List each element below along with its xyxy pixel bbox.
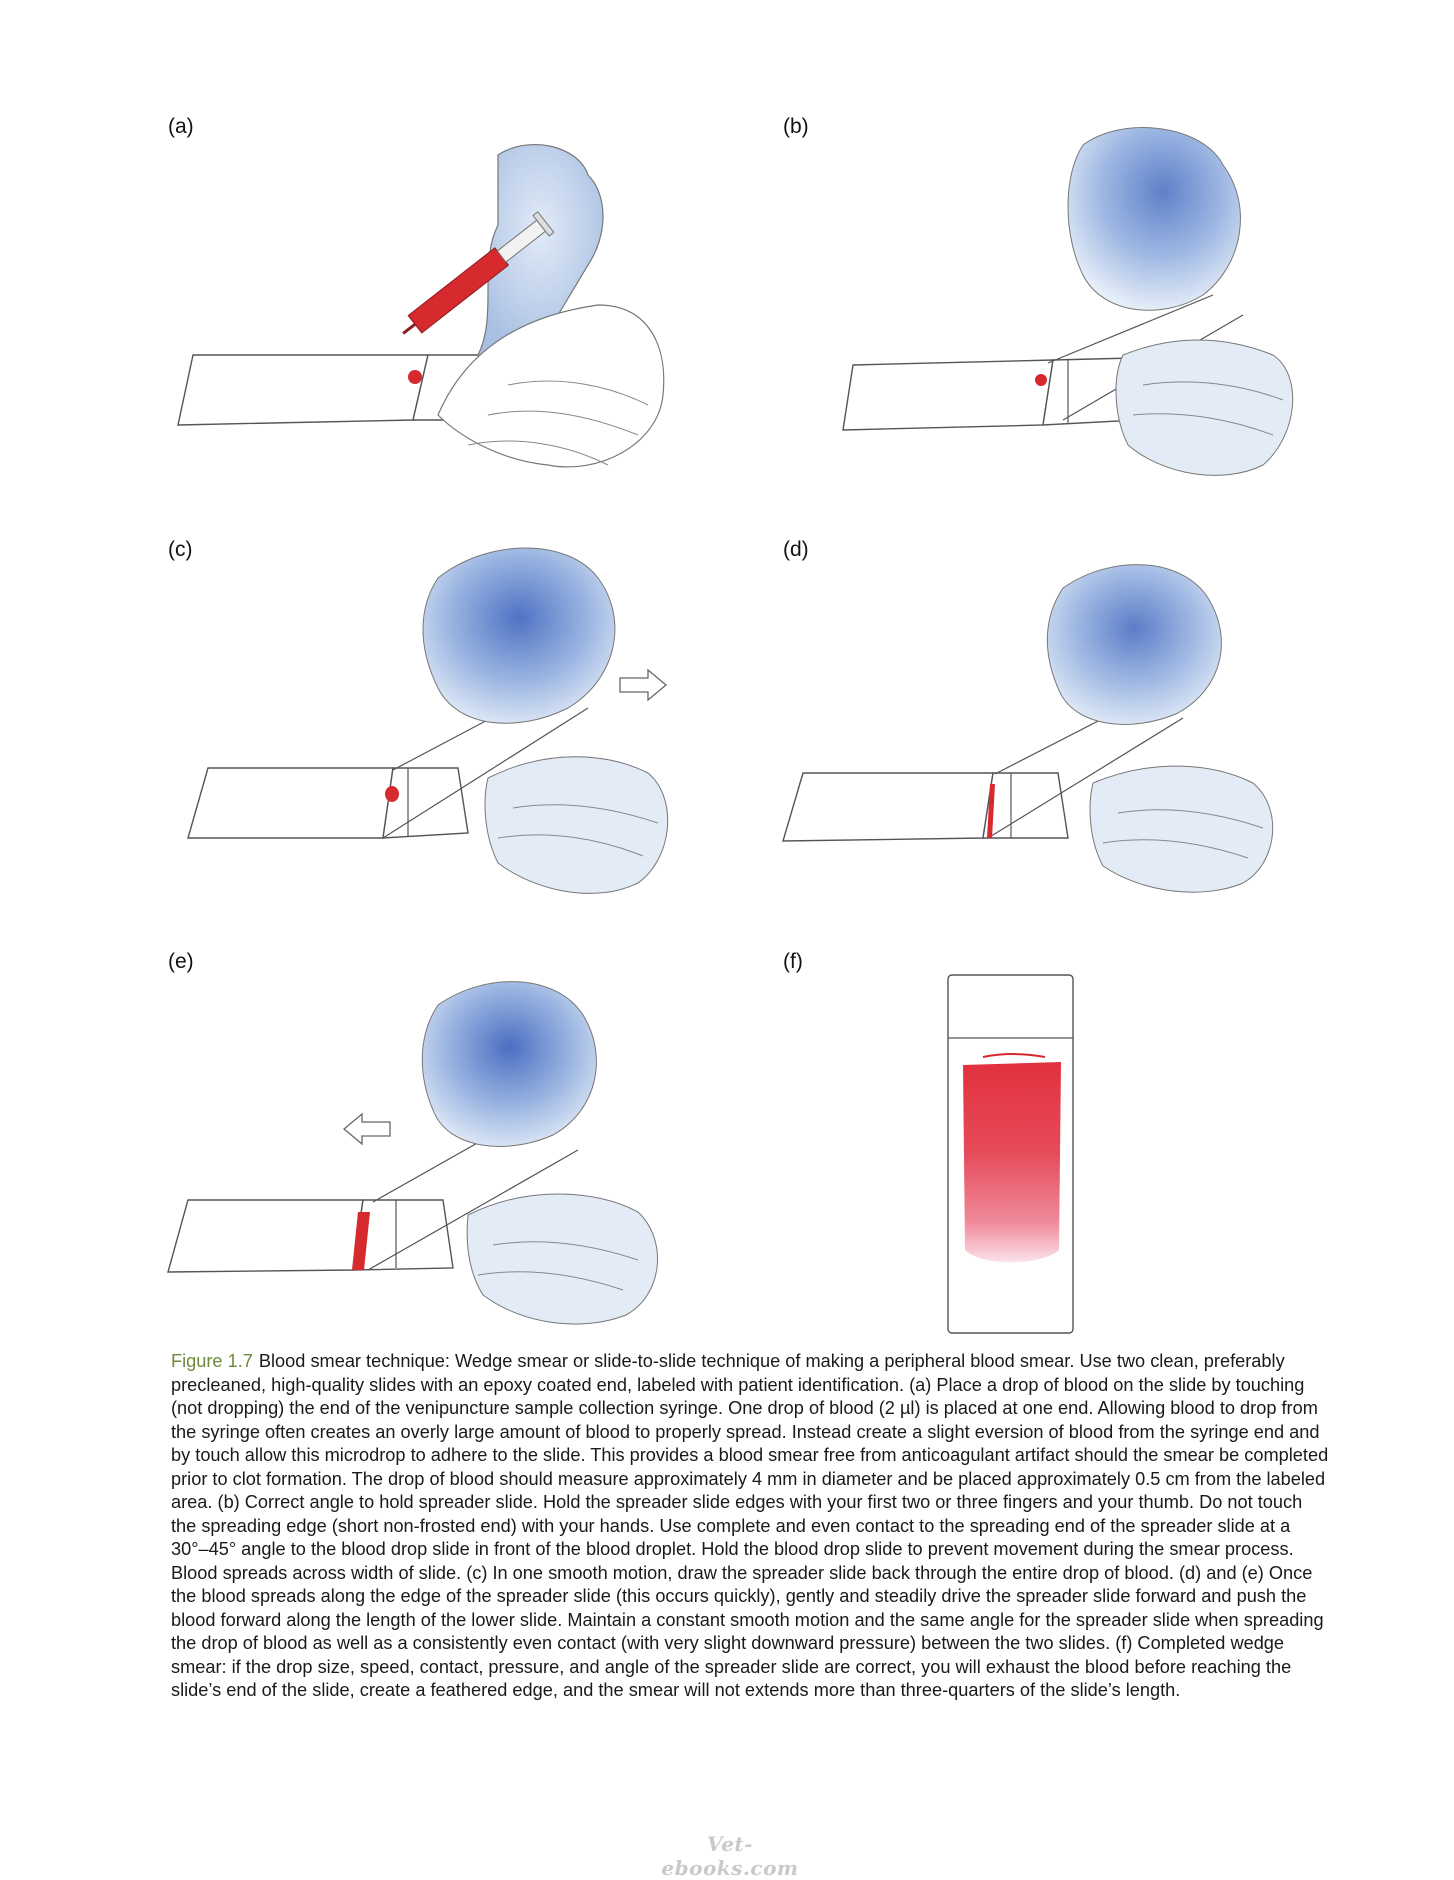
panel-label: (b)	[783, 115, 809, 138]
illustration-draw-back	[187, 547, 669, 894]
figure-panel-b: (b)	[783, 115, 1403, 515]
illustration-completed-smear	[947, 974, 1074, 1334]
panel-label: (f)	[783, 950, 803, 973]
figure-panel-a: (a)	[168, 115, 788, 515]
figure-panel-d: (d)	[782, 538, 1403, 938]
panel-label: (e)	[168, 950, 194, 973]
figure-panel-e: (e)	[167, 950, 788, 1350]
watermark-logo: Vet-ebooks.com	[661, 1832, 799, 1880]
figure-number: Figure 1.7	[171, 1351, 253, 1371]
arrow-left-icon	[342, 1112, 391, 1146]
panel-label: (d)	[783, 538, 809, 561]
illustration-spreader-angle	[842, 127, 1294, 476]
illustration-push-forward	[167, 981, 658, 1325]
arrow-right-icon	[619, 668, 668, 702]
caption-text: Blood smear technique: Wedge smear or sl…	[171, 1351, 1329, 1700]
illustration-blood-spreads-edge	[782, 564, 1274, 893]
feathered-smear	[963, 1062, 1061, 1263]
panel-label: (c)	[168, 538, 193, 561]
figure-panel-c: (c)	[168, 538, 788, 938]
panel-label: (a)	[168, 115, 194, 138]
illustration-syringe-drop	[177, 144, 665, 468]
figure-panel-f: (f)	[783, 950, 1403, 1350]
